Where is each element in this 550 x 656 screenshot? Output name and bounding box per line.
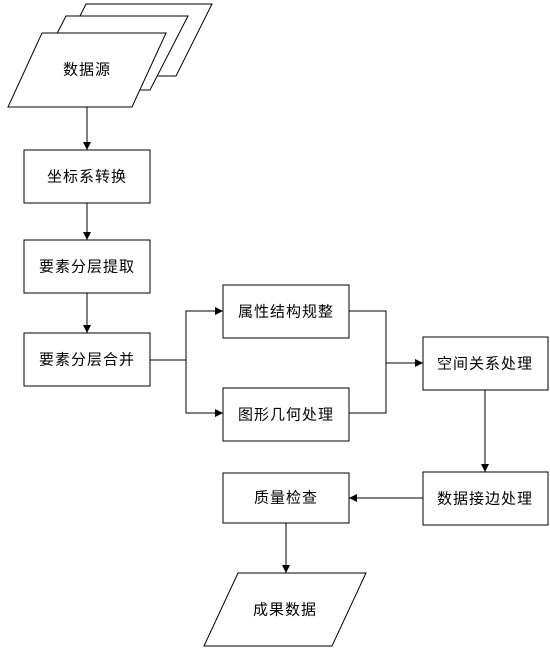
attribute-structure-label: 属性结构规整: [238, 303, 334, 321]
result-data-shape: [203, 572, 367, 647]
connectors: [83, 107, 489, 573]
spatial-relation-box: [422, 336, 549, 391]
data-source-sheet-front: [7, 32, 167, 108]
node-feature-layer-merge: 要素分层合并: [23, 332, 151, 387]
node-attribute-structure: 属性结构规整: [222, 284, 350, 339]
feature-layer-merge-label: 要素分层合并: [39, 351, 135, 369]
node-geometry-processing: 图形几何处理: [222, 387, 350, 442]
node-result-data: 成果数据: [203, 572, 367, 647]
feature-layer-extract-box: [23, 239, 151, 294]
geometry-processing-box: [222, 387, 350, 442]
geometry-processing-label: 图形几何处理: [238, 406, 334, 424]
quality-check-label: 质量检查: [254, 489, 318, 507]
node-data-source: 数据源: [7, 3, 213, 108]
edge-attribute-to-spatial: [349, 310, 423, 367]
node-edge-matching: 数据接边处理: [422, 471, 549, 526]
coordinate-transform-box: [23, 149, 151, 204]
data-source-label: 数据源: [63, 61, 111, 79]
coordinate-transform-label: 坐标系转换: [47, 168, 127, 186]
edge-geometry-to-spatial: [349, 363, 387, 414]
edge-merge-to-attribute: [150, 307, 223, 361]
spatial-relation-label: 空间关系处理: [437, 355, 533, 373]
edge-merge-to-geometry: [185, 360, 223, 417]
quality-check-box: [222, 472, 350, 524]
result-data-label: 成果数据: [253, 601, 317, 619]
node-spatial-relation: 空间关系处理: [422, 336, 549, 391]
node-coordinate-transform: 坐标系转换: [23, 149, 151, 204]
feature-layer-extract-label: 要素分层提取: [39, 258, 135, 276]
edge-matching-label: 数据接边处理: [437, 490, 533, 508]
node-feature-layer-extract: 要素分层提取: [23, 239, 151, 294]
node-quality-check: 质量检查: [222, 472, 350, 524]
